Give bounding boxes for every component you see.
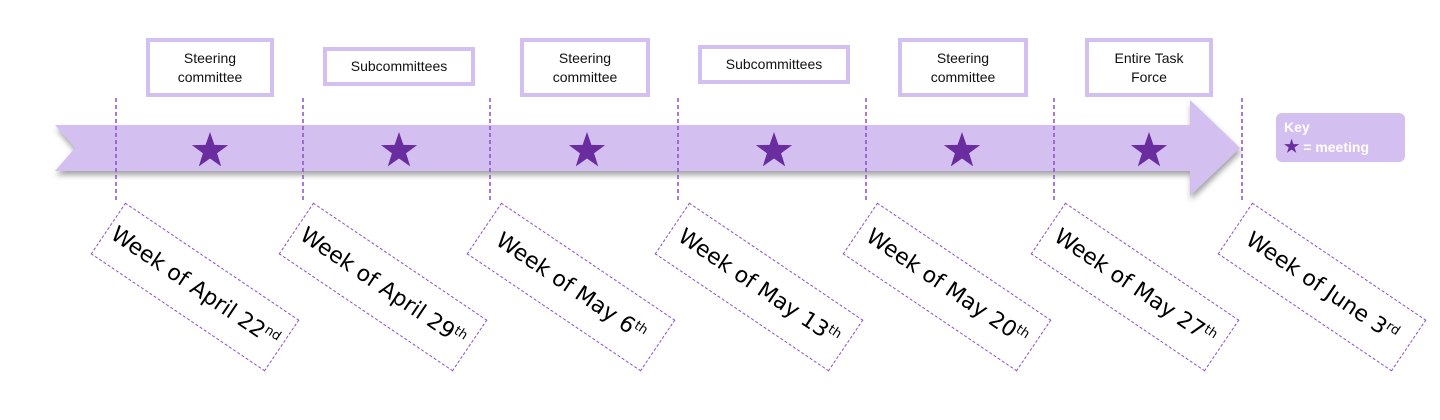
meeting-label-text: Entire Task Force	[1114, 49, 1184, 85]
meeting-star-icon-5	[943, 132, 981, 167]
meeting-label-3: Steering committee	[520, 38, 650, 97]
meeting-star-icon-6	[1130, 132, 1168, 167]
meeting-label-6: Entire Task Force	[1085, 38, 1213, 97]
meeting-label-1: Steering committee	[146, 38, 274, 97]
key-legend-text: = meeting	[1303, 139, 1369, 155]
meeting-label-text: Subcommittees	[350, 58, 448, 74]
meeting-label-2: Subcommittees	[323, 47, 475, 86]
legend-key: Key ★ = meeting	[1276, 113, 1405, 162]
key-row: ★ = meeting	[1284, 138, 1397, 156]
key-title: Key	[1284, 119, 1310, 135]
meeting-star-icon-4	[755, 132, 793, 167]
meeting-label-text: Subcommittees	[725, 56, 823, 72]
timeline-arrow	[55, 100, 1240, 196]
star-icon: ★	[1284, 137, 1300, 156]
meeting-label-4: Subcommittees	[698, 45, 850, 84]
meeting-star-icon-3	[568, 132, 606, 167]
meeting-star-icon-2	[380, 132, 418, 167]
meeting-star-icon-1	[191, 132, 229, 167]
meeting-label-text: Steering committee	[177, 49, 243, 85]
meeting-label-5: Steering committee	[898, 38, 1028, 97]
meeting-label-text: Steering committee	[552, 49, 618, 85]
meeting-label-text: Steering committee	[930, 49, 996, 85]
